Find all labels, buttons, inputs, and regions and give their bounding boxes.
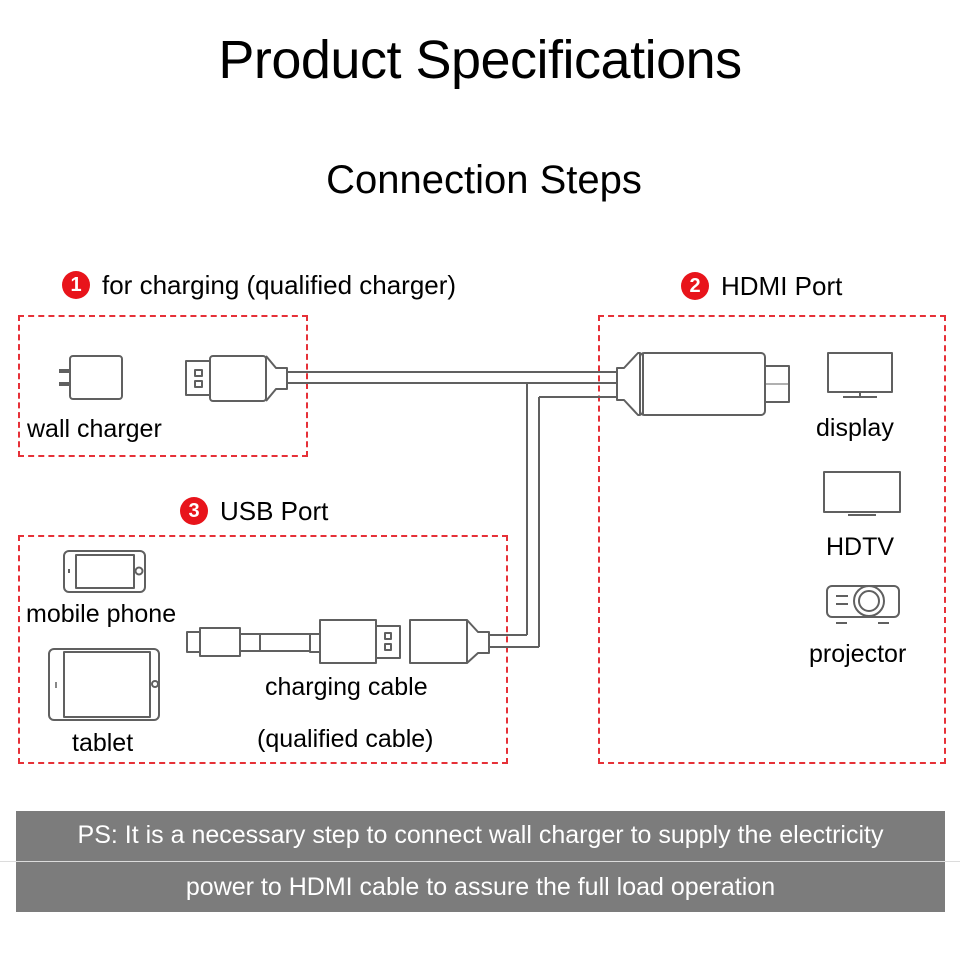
charging-group-box: [18, 315, 308, 457]
tablet-label: tablet: [72, 729, 134, 757]
usb-a-plug-icon: [319, 619, 401, 664]
step-1-text: for charging (qualified charger): [102, 270, 457, 300]
step-3-label: 3 USB Port: [180, 496, 328, 526]
step-1-label: 1 for charging (qualified charger): [62, 270, 456, 300]
usb-group-box: [18, 535, 508, 764]
hdtv-label: HDTV: [826, 533, 895, 561]
page-title: Product Specifications: [218, 30, 742, 90]
mobile-phone-label: mobile phone: [26, 600, 177, 628]
step-1-badge: 1: [62, 271, 90, 299]
phone-icon: [63, 550, 146, 593]
banner-divider: [0, 861, 960, 862]
projector-label: projector: [809, 640, 907, 668]
note-line-2: power to HDMI cable to assure the full l…: [185, 873, 776, 901]
qualified-cable-label: (qualified cable): [257, 725, 434, 753]
display-label: display: [816, 414, 894, 442]
section-title: Connection Steps: [326, 158, 642, 202]
step-2-label: 2 HDMI Port: [681, 271, 842, 301]
note-line-1: PS: It is a necessary step to connect wa…: [77, 821, 884, 849]
lightning-plug-icon: [186, 627, 321, 657]
hdmi-plug-icon: [616, 352, 790, 416]
step-3-badge: 3: [180, 497, 208, 525]
projector-icon: [826, 585, 900, 624]
step-3-text: USB Port: [220, 496, 329, 526]
usb-a-plug-icon: [185, 355, 288, 402]
hdmi-group-box: [598, 315, 946, 764]
step-2-text: HDMI Port: [721, 271, 843, 301]
step-2-badge: 2: [681, 272, 709, 300]
main-cable: [287, 371, 617, 648]
tablet-icon: [48, 648, 160, 721]
wall-charger-icon: [59, 355, 123, 400]
tv-icon: [823, 471, 901, 516]
charging-cable-label: charging cable: [265, 673, 428, 701]
wall-charger-label: wall charger: [27, 415, 162, 443]
monitor-icon: [827, 352, 893, 398]
usb-a-female-icon: [409, 619, 495, 664]
